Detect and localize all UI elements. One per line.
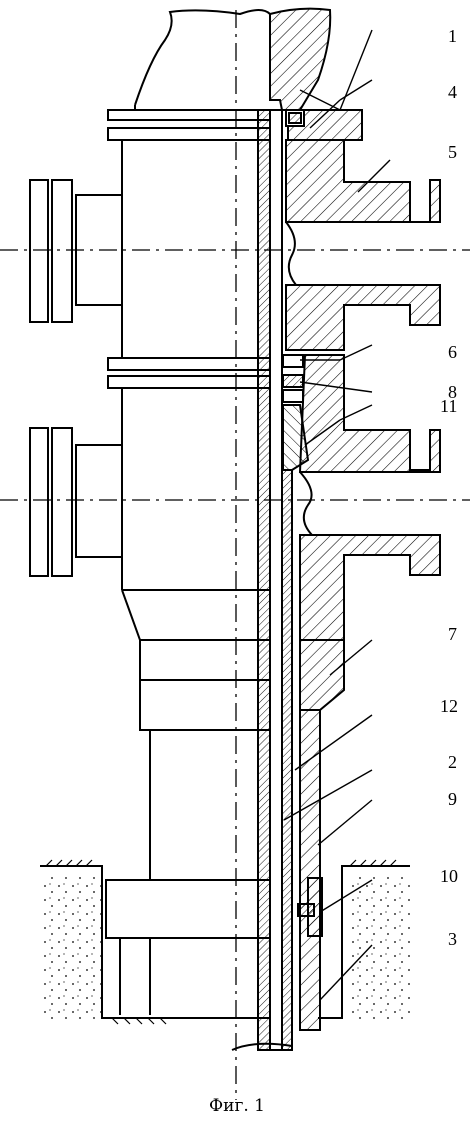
callout-11: 11 xyxy=(440,396,457,416)
section-view-right xyxy=(269,7,441,1031)
ground-right xyxy=(318,859,410,1023)
callout-12: 12 xyxy=(440,696,458,716)
callout-2: 2 xyxy=(448,752,457,772)
callout-9: 9 xyxy=(448,789,457,809)
callout-3: 3 xyxy=(448,929,457,949)
callout-5: 5 xyxy=(448,142,457,162)
ground-left xyxy=(40,859,270,1025)
callout-4: 4 xyxy=(448,82,457,102)
callout-10: 10 xyxy=(440,866,458,886)
leader-lines xyxy=(283,29,391,1001)
centerlines xyxy=(0,10,470,1100)
figure-caption: Фиг. 1 xyxy=(209,1096,265,1116)
callout-8: 8 xyxy=(448,382,457,402)
callout-7: 7 xyxy=(448,624,457,644)
callouts: 1 4 5 6 8 11 7 12 2 9 10 3 xyxy=(440,26,458,949)
central-tubes xyxy=(231,109,293,1051)
callout-1: 1 xyxy=(448,26,457,46)
callout-6: 6 xyxy=(448,342,457,362)
external-view-left xyxy=(29,9,271,1015)
